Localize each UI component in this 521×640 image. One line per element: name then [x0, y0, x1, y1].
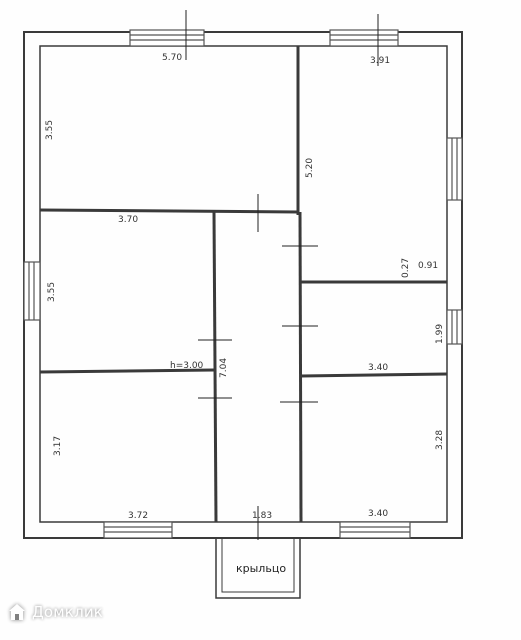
window-right-upper: [446, 137, 463, 201]
dim-top-right-wall: 3.91: [370, 56, 390, 66]
dim-right-lower-room: 3.28: [435, 430, 445, 450]
outer-walls: [23, 31, 463, 539]
dim-left-upper-room: 3.55: [45, 120, 55, 140]
window-bottom-right: [339, 521, 411, 539]
dimension-labels: 5.70 3.91 3.55 5.20 3.70 3.55 0.27 0.91 …: [45, 53, 445, 521]
window-top-right: [329, 29, 399, 47]
dim-bottom-right-wall: 3.40: [368, 509, 388, 519]
dim-left-middle-room: 3.55: [47, 282, 57, 302]
dim-vertical-partition: 5.20: [305, 158, 315, 178]
dim-left-lower-room: 3.17: [53, 436, 63, 456]
dim-bottom-corridor: 1.83: [252, 511, 272, 521]
dim-middle-left-wall: 3.70: [118, 215, 138, 225]
porch-label: крыльцо: [236, 562, 286, 575]
windows: [23, 29, 463, 539]
dim-right-small-room: 1.99: [435, 324, 445, 344]
window-bottom-left: [103, 521, 173, 539]
window-top-left: [129, 29, 205, 47]
domklik-logo-icon: [8, 603, 26, 621]
dim-right-room-top: 3.40: [368, 363, 388, 373]
watermark-text: Домклик: [32, 603, 104, 621]
dim-small-offset-b: 0.91: [418, 261, 438, 271]
dim-bottom-left-wall: 3.72: [128, 511, 148, 521]
window-left: [23, 261, 41, 321]
dim-top-left-wall: 5.70: [162, 53, 182, 63]
axis-markers: [185, 10, 379, 540]
dim-small-offset-a: 0.27: [401, 258, 411, 278]
interior-walls: [39, 46, 448, 523]
window-right-lower: [446, 309, 463, 345]
watermark: Домклик: [8, 603, 103, 621]
porch: [215, 538, 301, 599]
dim-ceiling-height: h=3.00: [170, 361, 204, 371]
dim-corridor-length: 7.04: [219, 358, 229, 378]
